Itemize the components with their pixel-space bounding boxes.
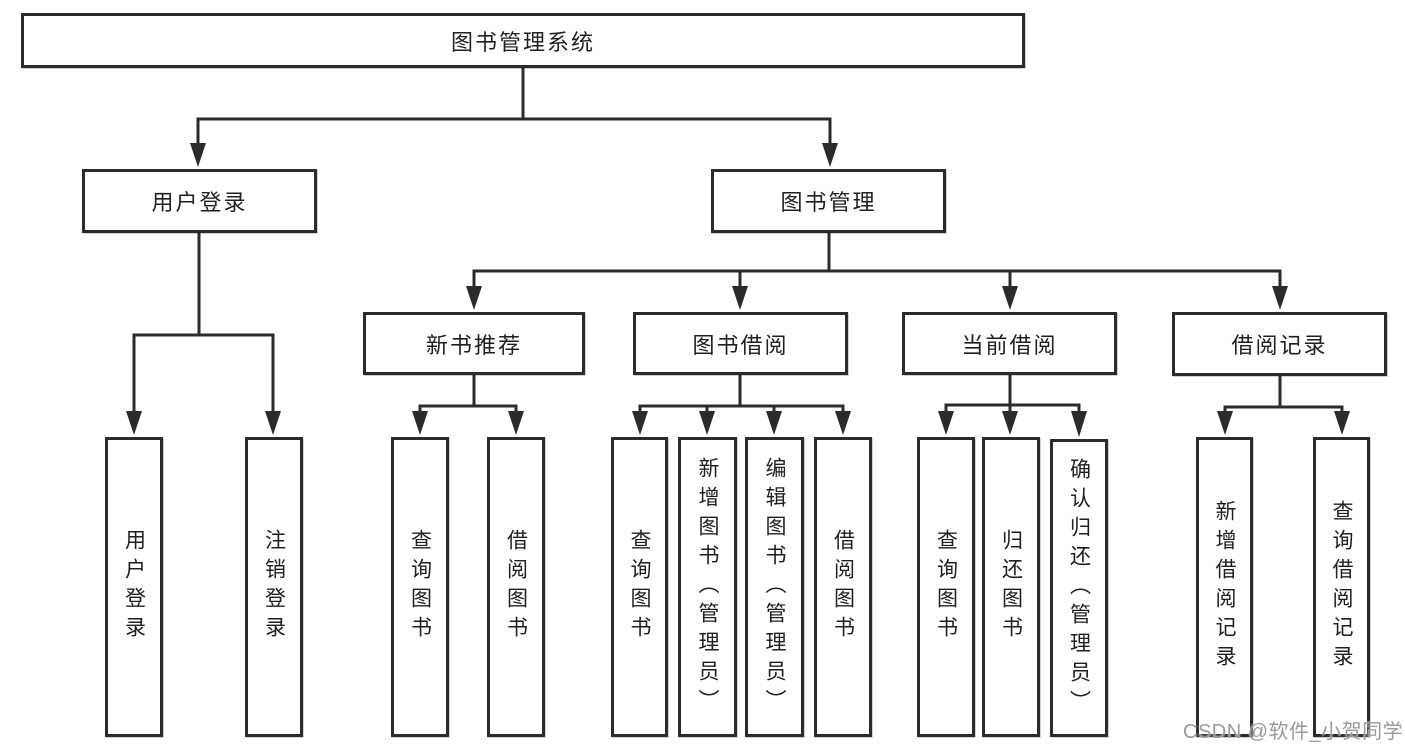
node-leaf-query-book-borrowing: 查询图书 xyxy=(611,437,668,737)
node-new-book-recommendation: 新书推荐 xyxy=(363,312,585,375)
node-user-login: 用户登录 xyxy=(82,169,317,233)
node-book-management: 图书管理 xyxy=(711,169,946,233)
node-book-borrowing: 图书借阅 xyxy=(633,312,848,375)
node-leaf-user-login: 用户登录 xyxy=(105,437,163,737)
connector-user-login-children xyxy=(126,233,281,435)
node-current-borrowing: 当前借阅 xyxy=(902,312,1117,375)
node-leaf-borrow-book: 借阅图书 xyxy=(814,437,872,737)
node-leaf-borrow-book-recommend: 借阅图书 xyxy=(487,437,545,737)
node-leaf-return-book: 归还图书 xyxy=(982,437,1040,737)
connector-new-book-rec-children xyxy=(412,375,524,435)
node-leaf-query-book-recommend: 查询图书 xyxy=(391,437,449,737)
connector-current-borrow-children xyxy=(938,375,1087,437)
node-borrow-records: 借阅记录 xyxy=(1172,312,1387,376)
connector-book-borrow-children xyxy=(632,375,851,435)
connector-root-to-level2 xyxy=(190,68,838,167)
node-leaf-edit-book-admin: 编辑图书（管理员） xyxy=(745,437,804,737)
node-leaf-add-book-admin: 新增图书（管理员） xyxy=(678,437,737,737)
csdn-watermark: CSDN @软件_小贺同学 xyxy=(1183,721,1404,743)
connector-book-mgmt-children xyxy=(466,233,1288,310)
node-leaf-query-book-current: 查询图书 xyxy=(917,437,975,737)
connector-borrow-records-children xyxy=(1217,376,1350,435)
node-library-management-system: 图书管理系统 xyxy=(21,13,1025,68)
node-leaf-add-borrow-record: 新增借阅记录 xyxy=(1196,437,1253,737)
node-leaf-confirm-return-admin: 确认归还（管理员） xyxy=(1050,439,1108,737)
node-leaf-logout: 注销登录 xyxy=(245,437,303,737)
node-leaf-query-borrow-record: 查询借阅记录 xyxy=(1313,437,1370,737)
